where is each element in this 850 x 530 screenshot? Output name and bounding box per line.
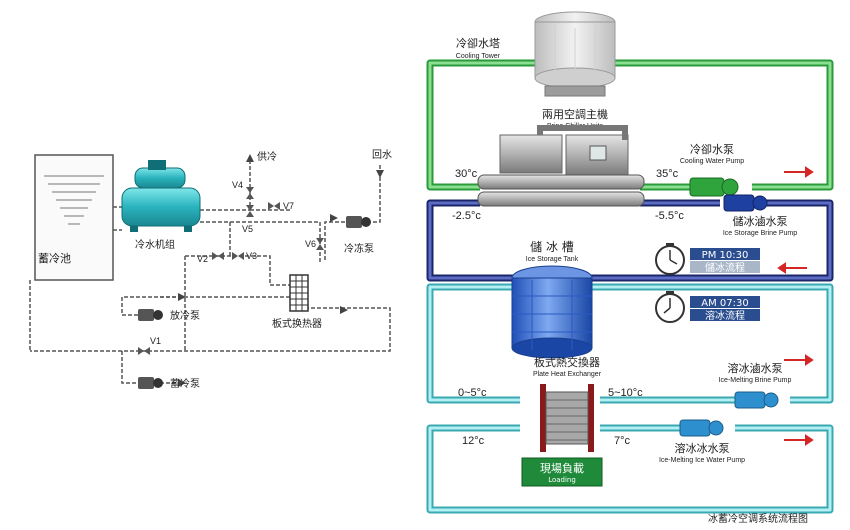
valve-v5-label: V5: [242, 224, 253, 234]
freeze-pump-label: 冷冻泵: [344, 242, 374, 255]
pm-badge: [690, 248, 760, 260]
temp-12: 12°c: [462, 435, 485, 447]
pipe-v2-v3: [185, 255, 290, 286]
brine-pump-en: Ice Storage Brine Pump: [723, 230, 797, 237]
valve-v4: [246, 187, 254, 199]
am-badge: [690, 296, 760, 308]
plate-heat-exchanger-left: [289, 274, 309, 312]
pipe-storage-pump: [121, 351, 140, 384]
pipe-freeze-pump: [324, 221, 345, 262]
valve-v3-label: V3: [246, 251, 257, 261]
arrow-pipe-right: [330, 214, 338, 222]
pipe-pool-to-chiller: [113, 206, 122, 231]
pm-label: 儲冰流程: [705, 261, 745, 274]
valve-v5: [246, 205, 254, 217]
pipe-return: [362, 165, 381, 223]
cooling-water-pump: [689, 177, 739, 197]
chiller-label: 冷水机组: [135, 238, 175, 251]
plate-hx-en: Plate Heat Exchanger: [533, 371, 602, 378]
am-label-badge: [690, 309, 760, 321]
cooling-tower-cn: 冷卻水塔: [456, 37, 500, 50]
supply-label: 供冷: [257, 150, 277, 163]
diagram-caption: 冰蓄冷空调系统流程图: [708, 512, 808, 525]
temp-35: 35°c: [656, 168, 679, 180]
valve-v1-label: V1: [150, 336, 161, 346]
temp-minus-2-5: -2.5°c: [452, 210, 481, 222]
pm-time: PM 10:30: [702, 250, 749, 261]
loading-cn: 現場負載: [540, 462, 584, 475]
cooling-pump-cn: 冷卻水泵: [690, 143, 734, 156]
chiller-unit: [121, 160, 201, 232]
chiller-units-cn: 兩用空調主機: [542, 107, 608, 121]
brine-chiller-machine: [477, 125, 645, 207]
melt-brine-pump-en: Ice-Melting Brine Pump: [719, 377, 792, 384]
storage-pump: [138, 377, 163, 389]
storage-pump-label: 蓄冷泵: [170, 377, 200, 390]
am-time: AM 07:30: [701, 298, 748, 309]
temp-minus-5-5: -5.5°c: [655, 210, 684, 222]
cooling-tower-en: Cooling Tower: [456, 53, 501, 60]
pipe-hx-to-discharge: [121, 296, 290, 316]
temp-0-5: 0~5°c: [458, 387, 487, 399]
cooling-pump-en: Cooling Water Pump: [680, 158, 744, 165]
am-label: 溶冰流程: [705, 309, 745, 322]
right-pipes: [426, 59, 834, 514]
freeze-pump: [346, 216, 371, 228]
heat-exchanger-label: 板式换热器: [272, 317, 322, 330]
ice-storage-tank: [511, 265, 593, 359]
valve-v2-label: V2: [197, 254, 208, 264]
return-water-label: 回水: [372, 149, 392, 161]
arrow-supply-up: [246, 154, 254, 162]
arrow-return-down: [376, 170, 384, 178]
valve-v7-label: V7: [283, 201, 294, 211]
melt-brine-pump-cn: 溶冰滷水泵: [728, 361, 783, 375]
pool-label: 蓄冷池: [38, 252, 71, 265]
ice-storage-brine-pump: [723, 194, 768, 212]
discharge-pump: [138, 309, 163, 321]
flow-arrows: [777, 166, 814, 446]
clock-icon-am: [655, 291, 685, 323]
discharge-pump-label: 放冷泵: [170, 309, 200, 322]
plate-heat-exchanger-right: [540, 384, 594, 452]
valve-v1: [138, 347, 150, 355]
loading-en: Loading: [548, 476, 576, 484]
valve-v6: [316, 238, 324, 250]
plate-hx-cn: 板式熱交換器: [534, 355, 600, 369]
valve-v2: [212, 252, 224, 260]
ice-melting-brine-pump: [734, 391, 779, 409]
arrow-pipe-right2: [340, 306, 348, 314]
pipe-hx-bottom: [30, 307, 391, 352]
valve-v7: [268, 202, 280, 210]
temp-5-10: 5~10°c: [608, 387, 643, 399]
ice-melting-ice-water-pump: [679, 419, 724, 437]
melt-water-pump-en: Ice-Melting Ice Water Pump: [659, 457, 745, 464]
loading-box: [521, 457, 603, 487]
pool-water-lines: [44, 175, 104, 225]
valve-v3: [232, 252, 244, 260]
ice-tank-en: Ice Storage Tank: [526, 256, 579, 263]
valve-v6-label: V6: [305, 239, 316, 249]
arrow-discharge-right: [178, 293, 186, 301]
clock-icon-pm: [655, 243, 685, 275]
valve-v4-label: V4: [232, 180, 243, 190]
melt-water-pump-cn: 溶冰冰水泵: [675, 441, 730, 455]
brine-pump-cn: 儲冰滷水泵: [733, 215, 788, 228]
temp-30: 30°c: [455, 168, 478, 180]
pm-label-badge: [690, 261, 760, 273]
ice-tank-cn: 儲 冰 槽: [530, 240, 574, 254]
arrow-storage-right: [178, 379, 186, 387]
left-arrows: [178, 154, 384, 387]
temp-7: 7°c: [614, 435, 631, 447]
cooling-tower: [534, 11, 616, 97]
